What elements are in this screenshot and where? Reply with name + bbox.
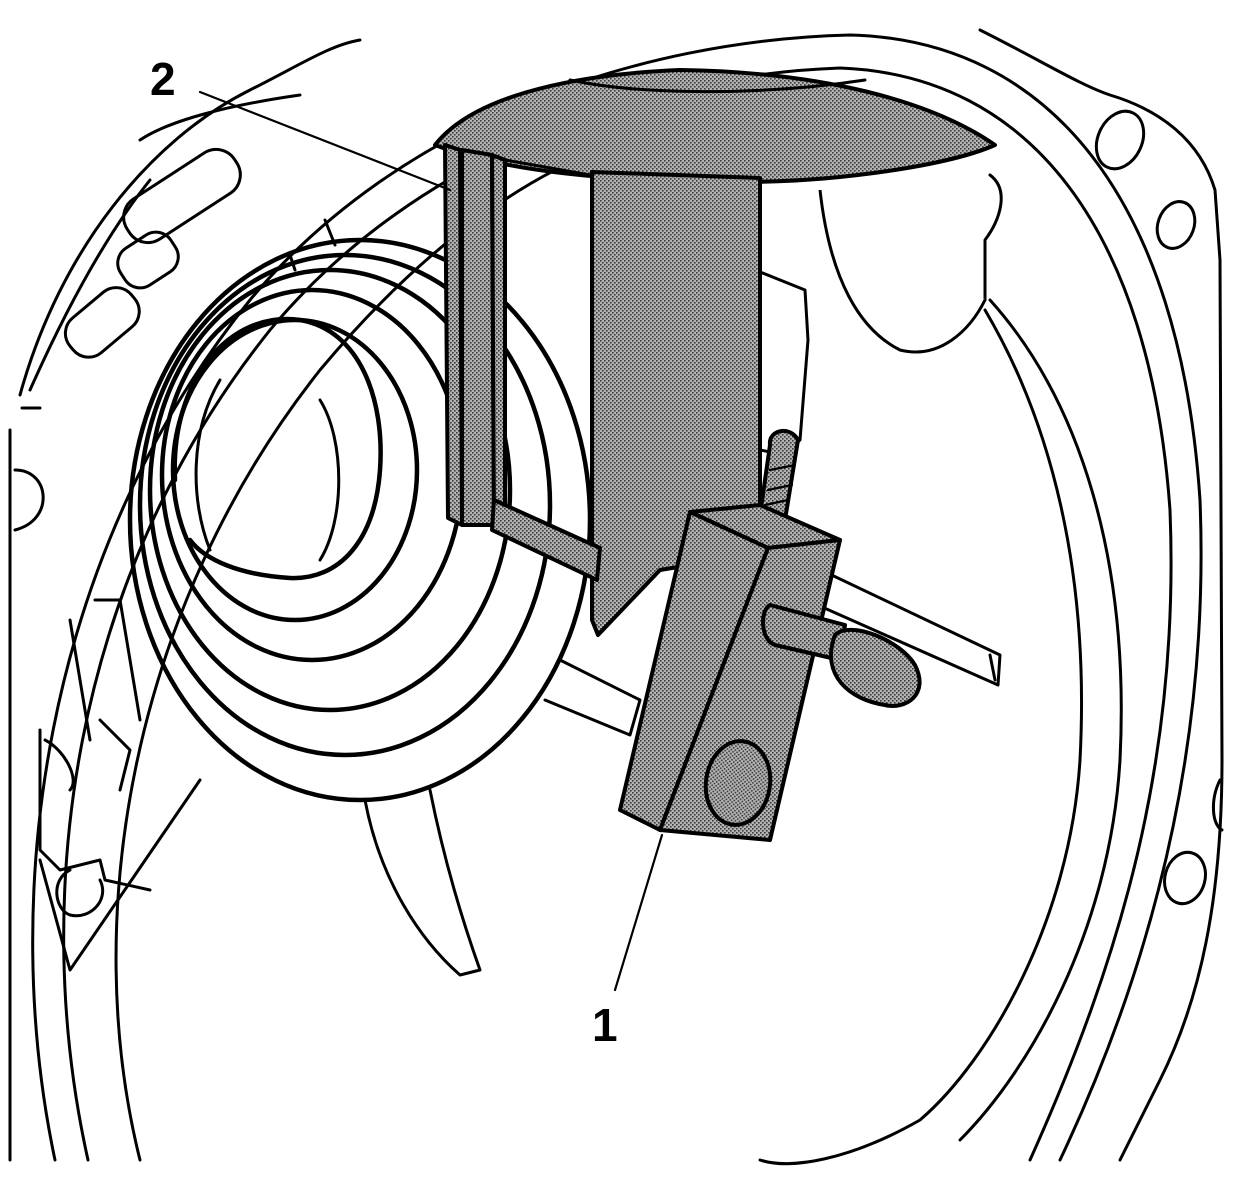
callout-label-1: 1 — [592, 999, 618, 1051]
measuring-tool — [433, 68, 1002, 687]
depth-gauge — [618, 429, 922, 842]
leader-line-1 — [613, 833, 664, 992]
callout-label-2: 2 — [150, 53, 176, 105]
case-housing — [8, 28, 1224, 1162]
leader-line-2 — [198, 90, 452, 192]
internal-parts — [38, 218, 642, 977]
